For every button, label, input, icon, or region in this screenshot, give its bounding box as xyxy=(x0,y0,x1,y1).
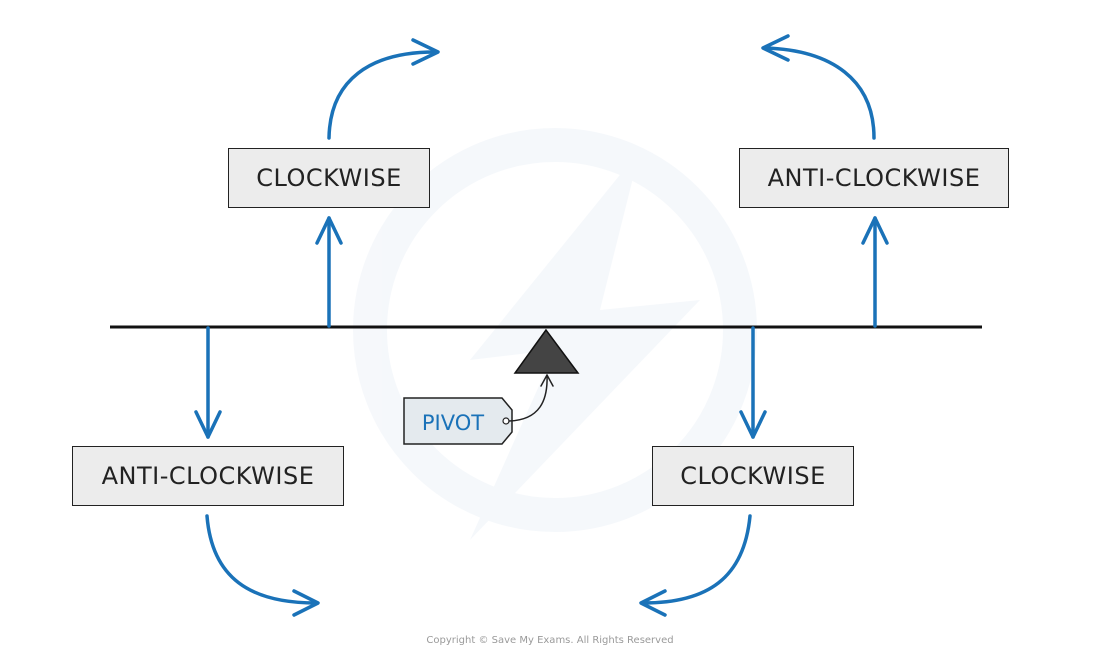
clockwise-curve-arrow-bottom-right xyxy=(639,514,752,617)
label-clockwise-top-left: CLOCKWISE xyxy=(228,148,430,208)
label-clockwise-bottom-right: CLOCKWISE xyxy=(652,446,854,506)
pivot-label: PIVOT xyxy=(421,411,485,435)
copyright-text: Copyright © Save My Exams. All Rights Re… xyxy=(426,635,674,646)
pivot-pointer-arrow xyxy=(508,374,554,422)
pivot-triangle xyxy=(513,328,580,374)
force-arrow-bottom-right xyxy=(739,326,767,439)
anticlockwise-curve-arrow-bottom-left xyxy=(205,514,320,617)
watermark-logo xyxy=(353,128,757,540)
label-anticlockwise-top-right: ANTI-CLOCKWISE xyxy=(739,148,1009,208)
force-arrow-top-right xyxy=(861,216,889,328)
anticlockwise-curve-arrow-top-right xyxy=(761,34,876,140)
clockwise-curve-arrow-top-left xyxy=(327,38,440,140)
pivot-tag-hole xyxy=(502,417,510,425)
force-arrow-top-left xyxy=(315,216,343,328)
pivot-tag xyxy=(403,397,513,445)
label-anticlockwise-bottom-left: ANTI-CLOCKWISE xyxy=(72,446,344,506)
force-arrow-bottom-left xyxy=(194,326,222,439)
